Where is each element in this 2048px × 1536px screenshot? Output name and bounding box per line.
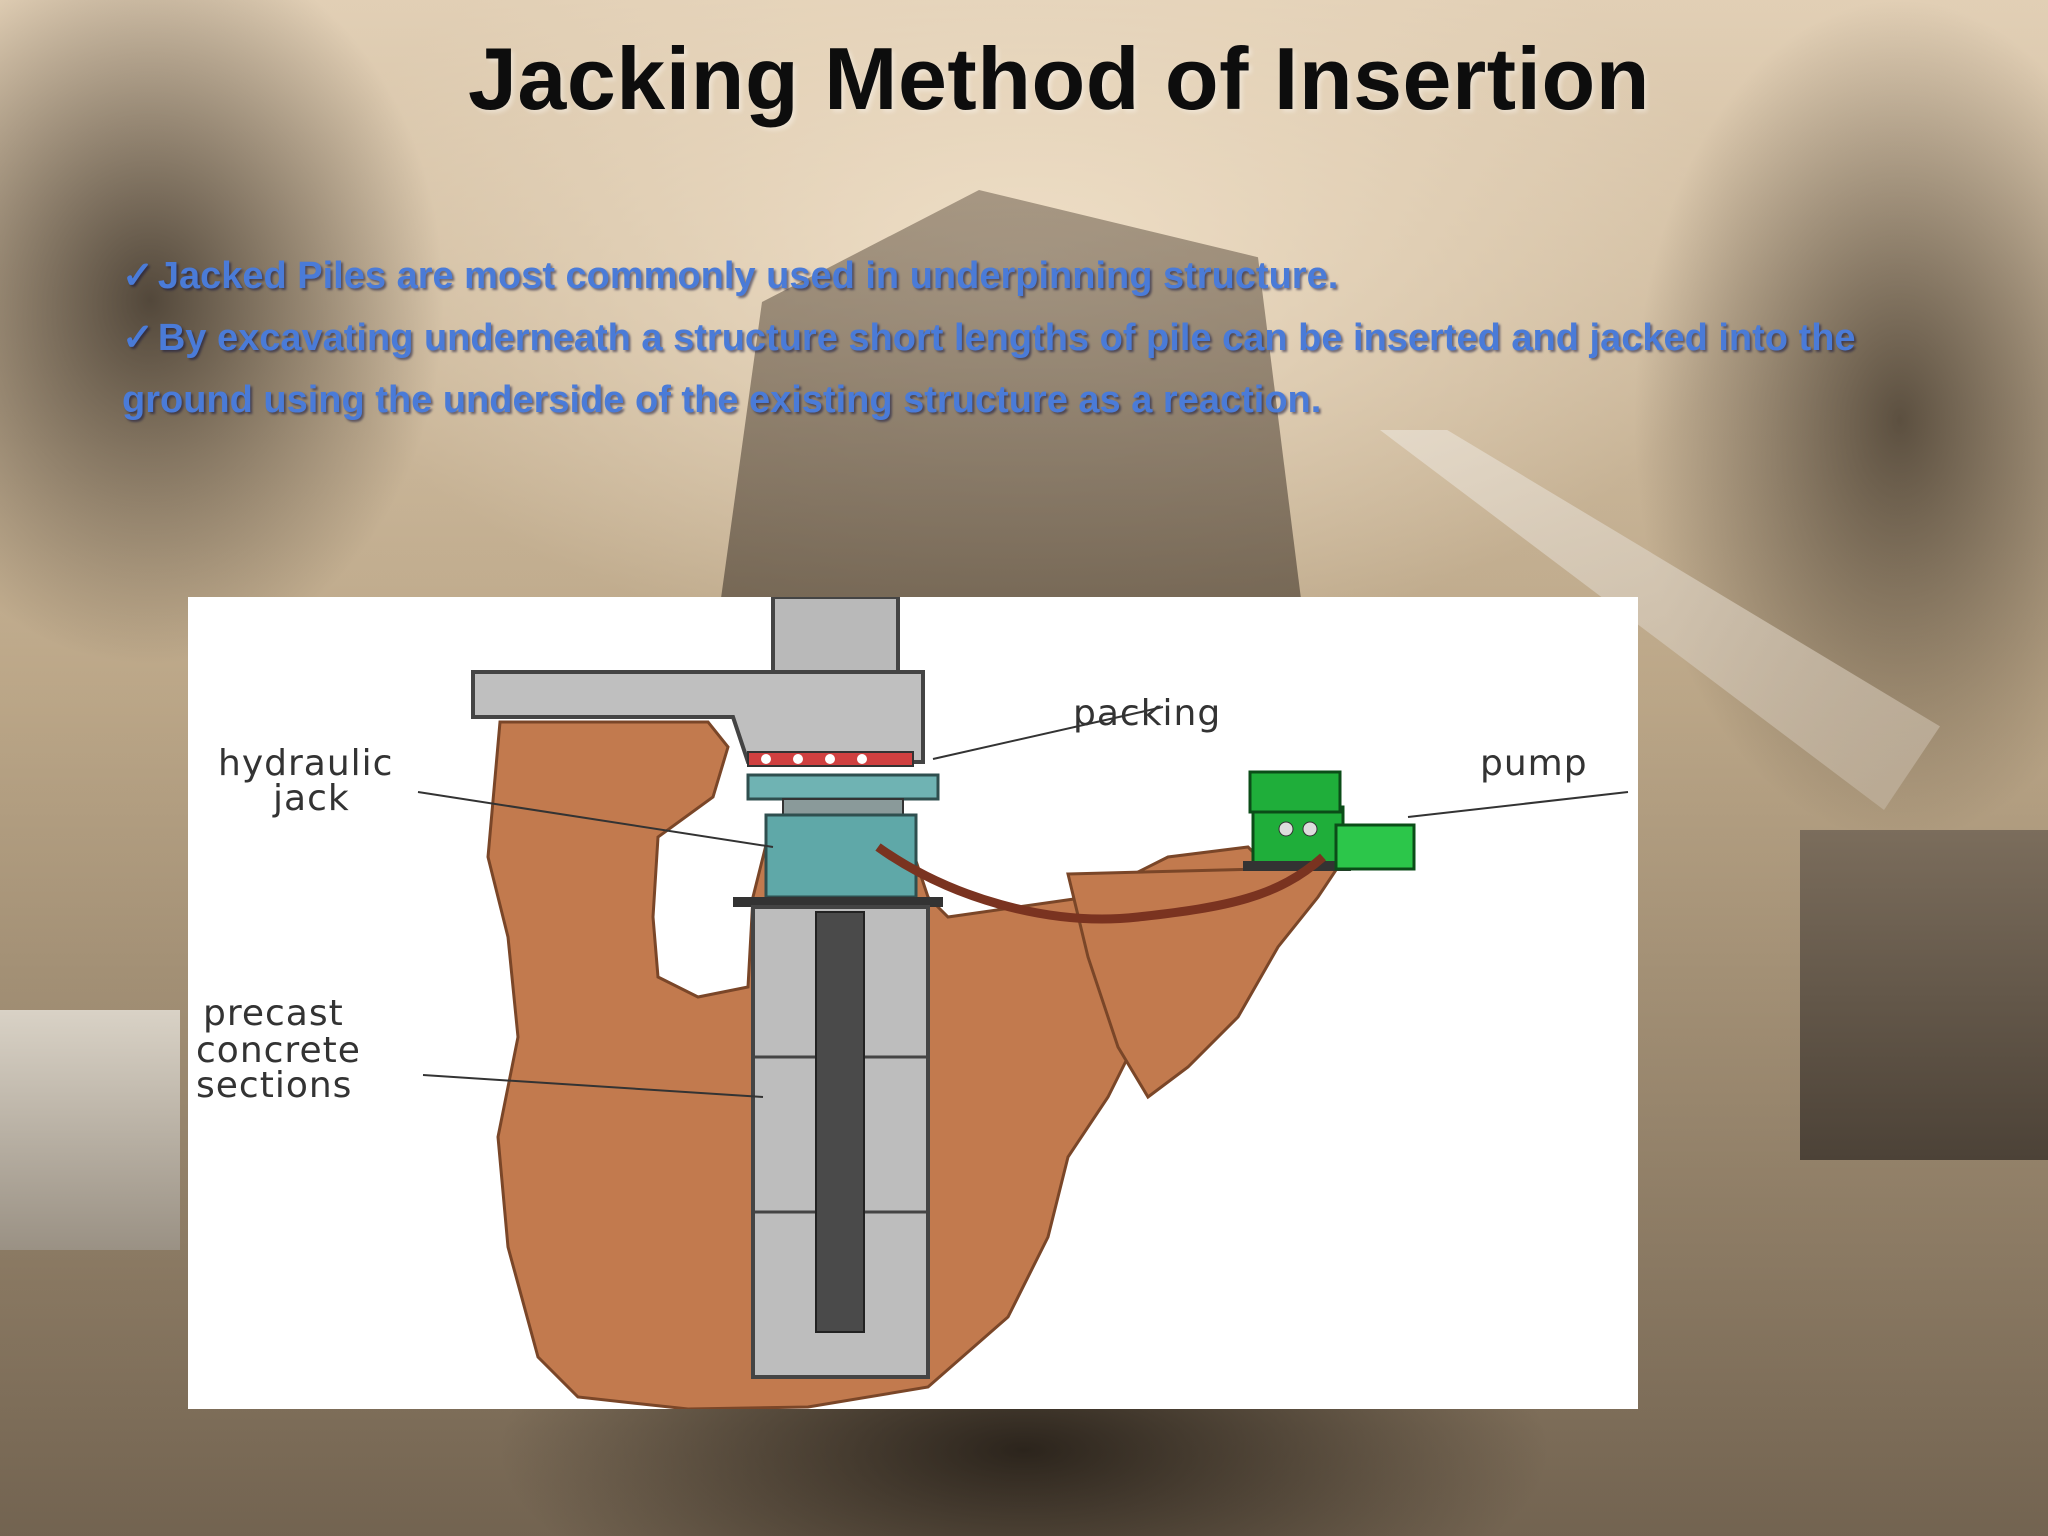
bullet-text: By excavating underneath a structure sho… xyxy=(122,317,1856,421)
background-house xyxy=(1800,830,2048,1160)
pump-body xyxy=(1251,805,1345,867)
jack-neck xyxy=(782,798,904,816)
background-shed xyxy=(0,1010,180,1250)
leader-line-precast xyxy=(422,1074,764,1098)
check-icon: ✓ xyxy=(122,317,154,359)
bullet-text: Jacked Piles are most commonly used in u… xyxy=(157,255,1339,297)
packing-plates xyxy=(747,751,914,767)
bullet-item: ✓Jacked Piles are most commonly used in … xyxy=(122,245,1982,307)
label-packing: packing xyxy=(1073,693,1222,734)
pump-tank xyxy=(1334,823,1416,871)
check-icon: ✓ xyxy=(122,255,154,297)
label-precast-line1: precast xyxy=(203,993,344,1034)
jack-plate xyxy=(746,773,940,801)
slide-title: Jacking Method of Insertion xyxy=(467,29,1651,128)
pump-motor xyxy=(1248,770,1342,814)
hydraulic-hose xyxy=(875,843,1326,924)
jacking-diagram: packing pump hydraulic jack precast conc… xyxy=(188,597,1638,1409)
leader-line-packing xyxy=(932,706,1164,760)
bullet-item: ✓By excavating underneath a structure sh… xyxy=(122,307,1982,431)
leader-line-pump xyxy=(1407,791,1629,818)
pile-core xyxy=(815,911,865,1333)
pump-base xyxy=(1243,861,1351,871)
pump-gauge xyxy=(1278,821,1294,837)
label-precast-line2: concrete xyxy=(196,1030,361,1071)
diagram-drawing xyxy=(417,597,1629,1409)
label-hydraulic-jack-line2: jack xyxy=(273,778,350,819)
pump-gauge xyxy=(1302,821,1318,837)
bullet-list: ✓Jacked Piles are most commonly used in … xyxy=(122,245,1982,431)
label-hydraulic-jack-line1: hydraulic xyxy=(218,743,394,784)
soil-ledge xyxy=(1066,865,1341,1100)
leader-line-jack xyxy=(417,791,774,848)
label-precast-line3: sections xyxy=(196,1065,353,1106)
structure-column xyxy=(771,597,900,679)
label-pump: pump xyxy=(1480,743,1588,784)
pile-collar xyxy=(733,897,943,907)
